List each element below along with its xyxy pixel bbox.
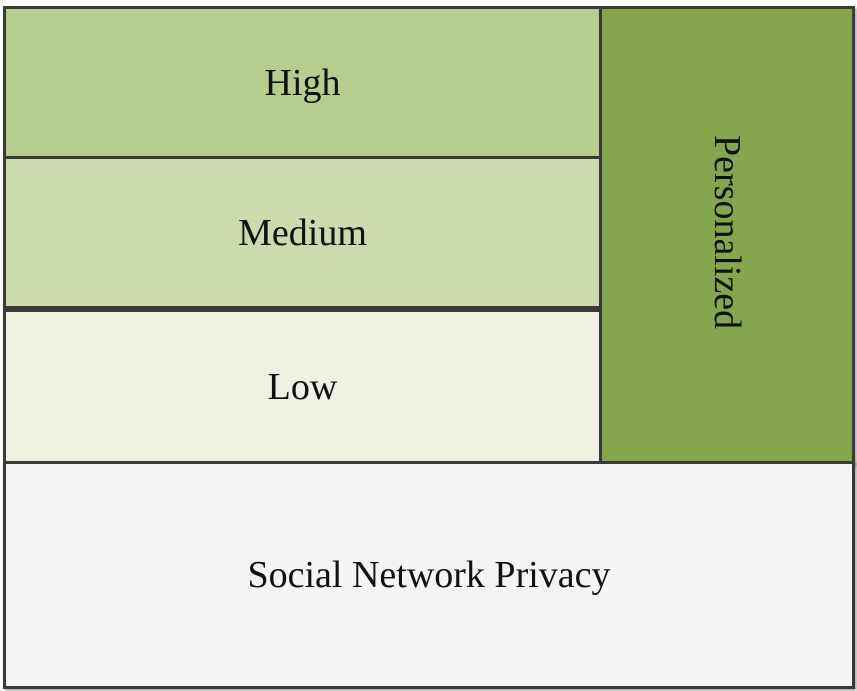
personalized-block: Personalized xyxy=(599,6,855,464)
level-medium-label: Medium xyxy=(238,211,367,254)
level-low-block: Low xyxy=(3,309,602,464)
base-block: Social Network Privacy xyxy=(3,461,855,689)
level-high-label: High xyxy=(264,61,341,104)
level-low-label: Low xyxy=(267,365,338,408)
level-medium-block: Medium xyxy=(3,156,602,309)
personalized-label: Personalized xyxy=(706,135,748,330)
privacy-diagram: High Medium Low Personalized Social Netw… xyxy=(3,6,855,689)
base-label: Social Network Privacy xyxy=(247,554,611,596)
level-high-block: High xyxy=(3,6,602,159)
